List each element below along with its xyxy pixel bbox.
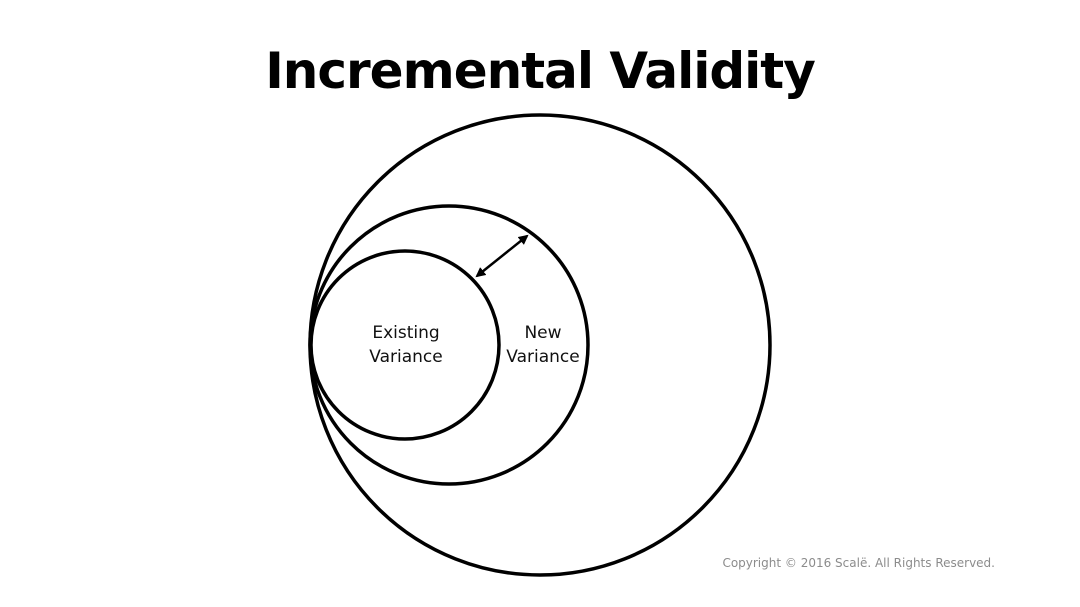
existing-variance-label-line1: Existing xyxy=(372,323,440,343)
new-variance-label-line1: New xyxy=(524,323,562,343)
inner-circle-existing-variance xyxy=(309,249,501,441)
existing-variance-label: Existing Variance xyxy=(346,321,466,369)
double-headed-arrow xyxy=(475,234,529,278)
new-variance-label-line2: Variance xyxy=(506,347,580,367)
new-variance-label: New Variance xyxy=(488,321,598,369)
copyright-notice: Copyright © 2016 Scalë. All Rights Reser… xyxy=(722,556,995,570)
slide-title: Incremental Validity xyxy=(265,42,816,100)
existing-variance-label-line2: Variance xyxy=(369,347,443,367)
